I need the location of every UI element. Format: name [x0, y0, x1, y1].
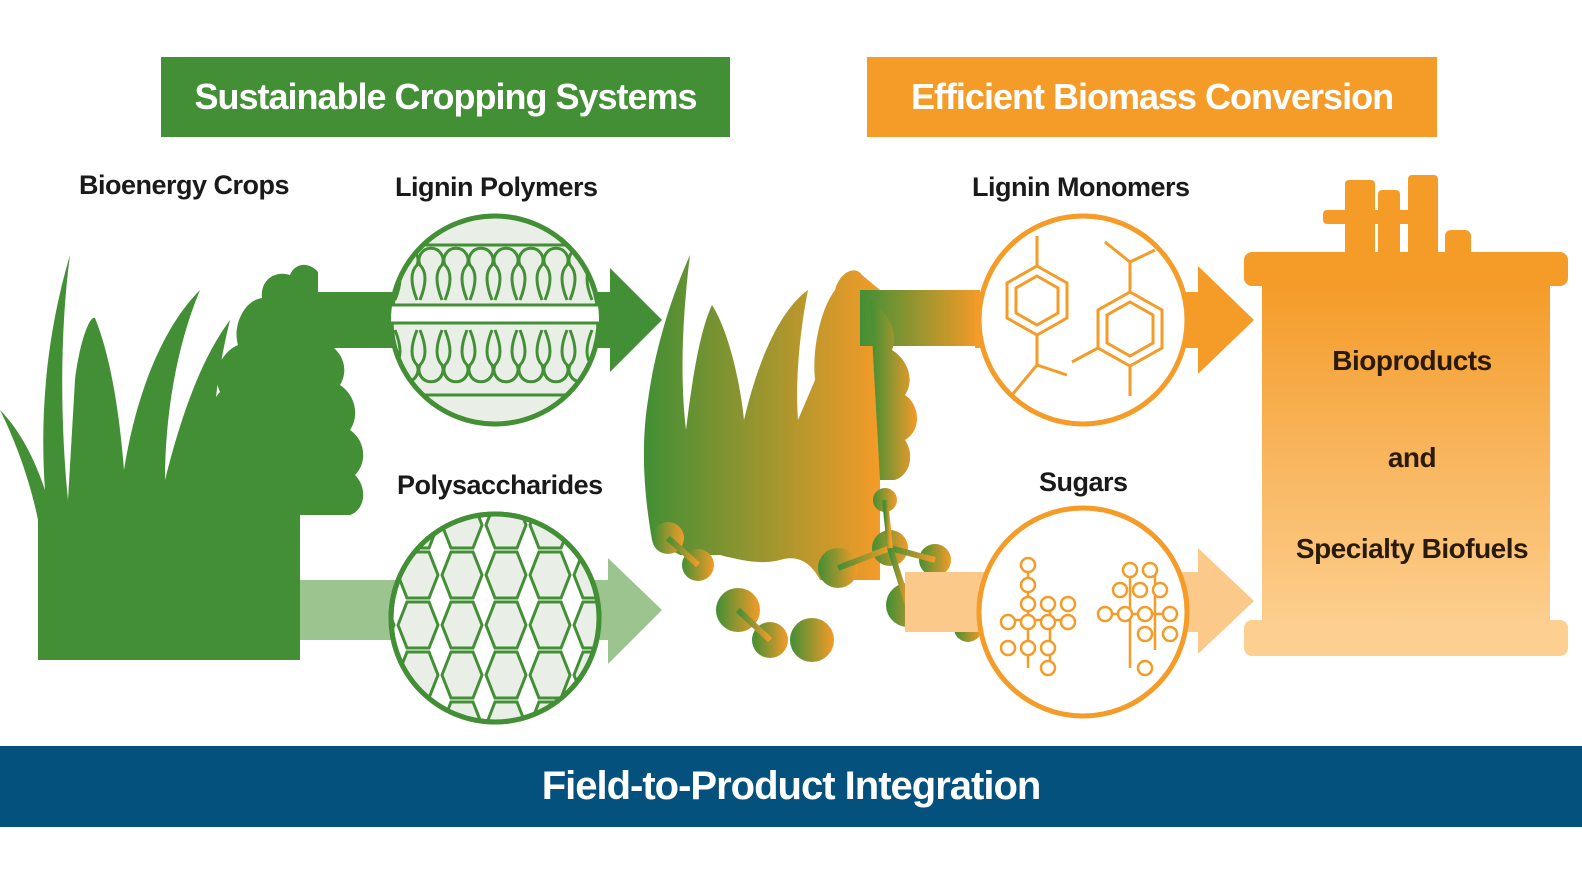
label-sugars: Sugars	[1039, 467, 1128, 497]
lignin-polymers-circle	[388, 213, 602, 427]
header-biomass-conversion: Efficient Biomass Conversion	[867, 57, 1437, 137]
header-sustainable-cropping: Sustainable Cropping Systems	[161, 57, 730, 137]
label-lignin-monomers: Lignin Monomers	[972, 172, 1190, 202]
banner-field-to-product: Field-to-Product Integration	[0, 746, 1582, 827]
label-bioenergy-crops: Bioenergy Crops	[79, 170, 290, 200]
tank-line-specialty-biofuels: Specialty Biofuels	[1295, 533, 1529, 564]
bioenergy-crops-silhouette	[0, 255, 364, 660]
polysaccharides-circle	[388, 511, 602, 725]
label-polysaccharides: Polysaccharides	[397, 470, 603, 500]
product-tank	[1244, 175, 1568, 656]
lignin-monomers-circle	[976, 213, 1190, 427]
label-lignin-polymers: Lignin Polymers	[395, 172, 598, 202]
tank-line-bioproducts: Bioproducts	[1332, 345, 1492, 376]
tank-line-and: and	[1387, 442, 1437, 473]
sugars-circle	[976, 505, 1190, 719]
